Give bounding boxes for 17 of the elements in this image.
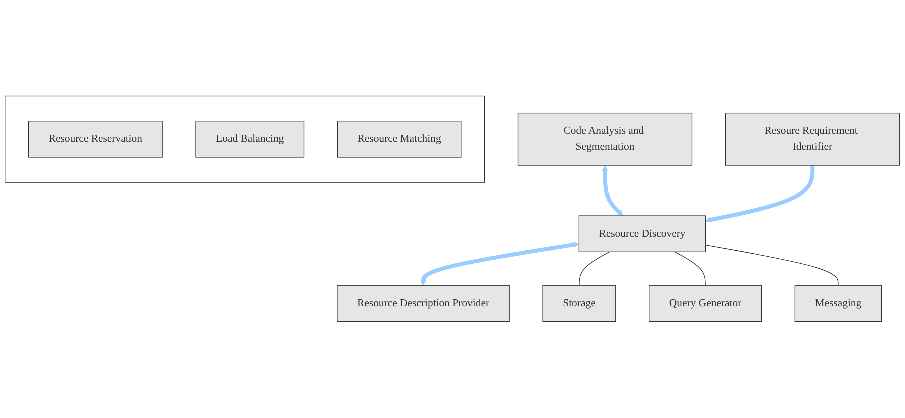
node-box: Resoure Requirement Identifier <box>725 112 900 166</box>
connector <box>579 252 610 286</box>
node-box: Resource Description Provider <box>337 285 510 322</box>
connector <box>706 245 839 286</box>
node-box: Resource Reservation <box>28 121 163 158</box>
connector <box>674 252 706 286</box>
cluster <box>5 96 486 183</box>
node-box: Messaging <box>794 285 882 322</box>
node-box: Storage <box>542 285 616 322</box>
arrow <box>706 166 815 223</box>
node-box: Resource Matching <box>337 121 462 158</box>
node-box: Code Analysis and Segmentation <box>518 112 693 166</box>
arrow <box>420 242 580 286</box>
node-box: Query Generator <box>649 285 762 322</box>
node-box: Load Balancing <box>196 121 305 158</box>
node-box: Resource Discovery <box>578 216 706 252</box>
arrow <box>602 166 624 216</box>
